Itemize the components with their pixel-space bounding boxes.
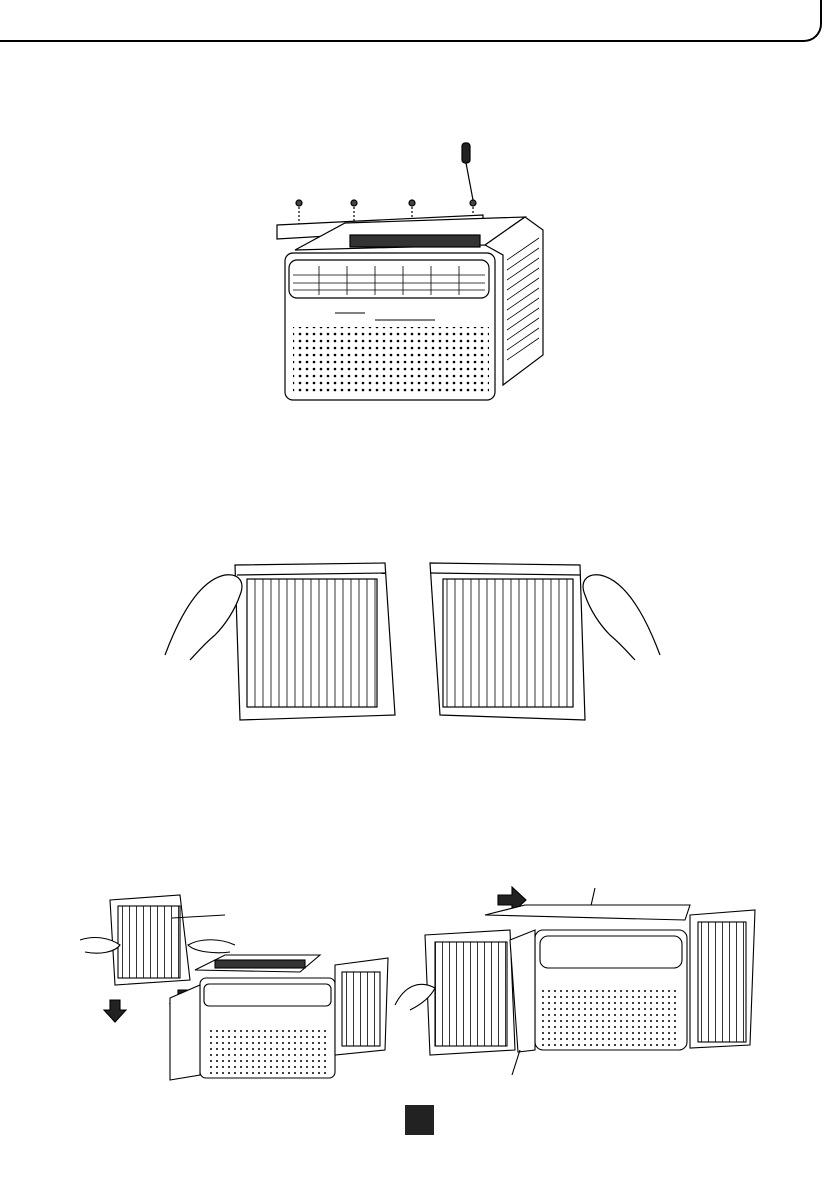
ac-unit-screws-illustration — [255, 135, 555, 410]
page-number — [405, 1105, 434, 1135]
page-header-rule — [0, 0, 822, 42]
side-panels-illustration — [155, 555, 675, 735]
insert-side-panel-illustration — [70, 890, 400, 1085]
slide-panels-illustration — [390, 880, 770, 1080]
